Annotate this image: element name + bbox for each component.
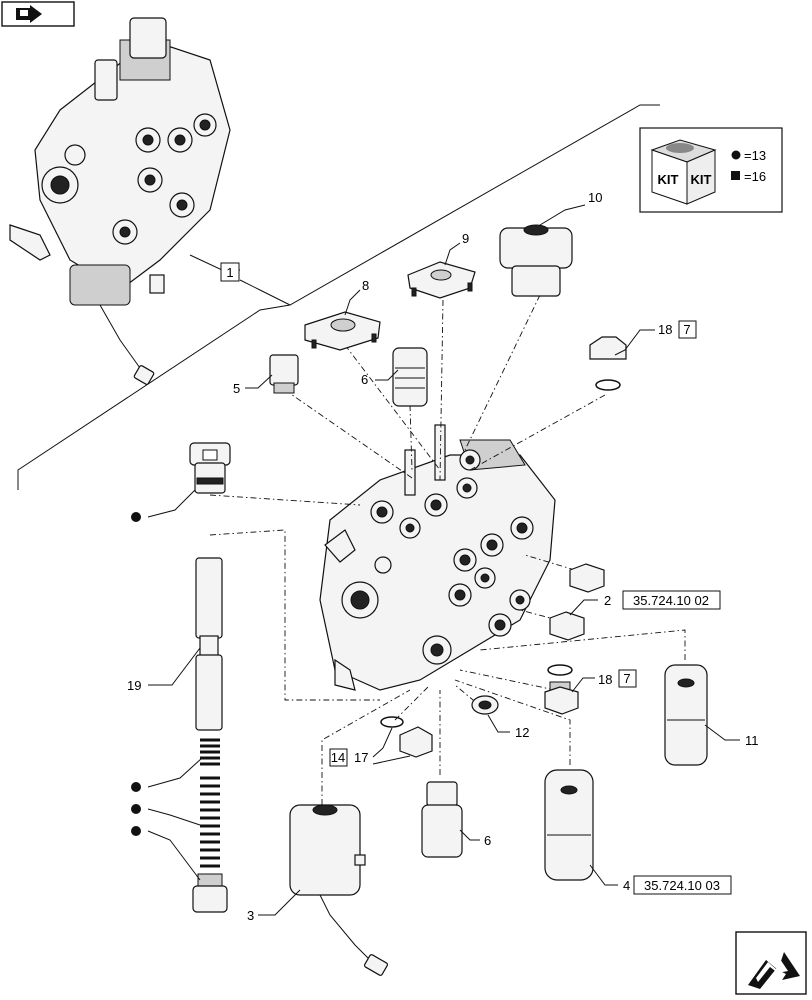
- callout-4: 4: [623, 878, 630, 893]
- callout-6-bottom: 6: [484, 833, 491, 848]
- callout-7-lower: 7: [623, 671, 630, 686]
- next-page-arrow-icon[interactable]: [735, 931, 807, 995]
- part-fitting-18-lower: [544, 664, 579, 715]
- kit-circle-marker: [131, 782, 141, 792]
- valve-assembly-overview: [9, 17, 231, 385]
- callout-18-lower: 18: [598, 672, 612, 687]
- callout-9: 9: [462, 231, 469, 246]
- reference-35-724-10-03[interactable]: 35.724.10 03: [644, 878, 720, 893]
- part-cartridge-6-bottom: [421, 781, 463, 858]
- square-bullet-icon: [731, 171, 740, 180]
- kit-circle-marker: [131, 512, 141, 522]
- part-plug-5: [269, 354, 299, 394]
- callout-10: 10: [588, 190, 602, 205]
- part-spring-short: [200, 738, 220, 766]
- part-plug-2: [549, 563, 605, 641]
- part-flange-8: [304, 311, 381, 351]
- callout-11: 11: [745, 733, 759, 748]
- part-end-plug: [192, 873, 228, 913]
- part-valve-4: [544, 769, 594, 881]
- reference-35-724-10-02[interactable]: 35.724.10 02: [633, 593, 709, 608]
- main-valve-body: [319, 424, 556, 691]
- part-piston-19: [195, 557, 223, 731]
- kit-label-left: KIT: [658, 172, 679, 187]
- part-valve-11: [664, 664, 708, 766]
- part-solenoid-10: [499, 224, 573, 297]
- part-cartridge-left: [189, 442, 231, 494]
- circle-kit-value: =13: [744, 148, 766, 163]
- arrow-navigation-icon[interactable]: [1, 1, 75, 27]
- callout-6-top: 6: [361, 372, 368, 387]
- kit-circle-marker: [131, 804, 141, 814]
- kit-boxes-icon: KIT KIT: [650, 139, 717, 205]
- callout-17: 17: [354, 750, 368, 765]
- part-solenoid-3: [289, 804, 389, 976]
- part-cartridge-6-top: [392, 347, 428, 407]
- part-plug-17: [380, 716, 433, 758]
- callout-8: 8: [362, 278, 369, 293]
- callout-3: 3: [247, 908, 254, 923]
- kit-label-right: KIT: [691, 172, 712, 187]
- callout-5: 5: [233, 381, 240, 396]
- part-plug-12: [471, 695, 499, 715]
- callout-1: 1: [226, 265, 233, 280]
- square-kit-value: =16: [744, 169, 766, 184]
- callout-19: 19: [127, 678, 141, 693]
- callout-18-top: 18: [658, 322, 672, 337]
- part-flange-9: [407, 261, 476, 299]
- kit-legend: KIT KIT =13 =16: [639, 127, 783, 213]
- part-plug-18-top: [589, 336, 627, 391]
- callout-7-top: 7: [683, 322, 690, 337]
- part-spring-long: [200, 776, 220, 868]
- kit-circle-marker: [131, 826, 141, 836]
- callout-2: 2: [604, 593, 611, 608]
- callout-12: 12: [515, 725, 529, 740]
- circle-bullet-icon: [731, 150, 741, 160]
- callout-14: 14: [331, 750, 345, 765]
